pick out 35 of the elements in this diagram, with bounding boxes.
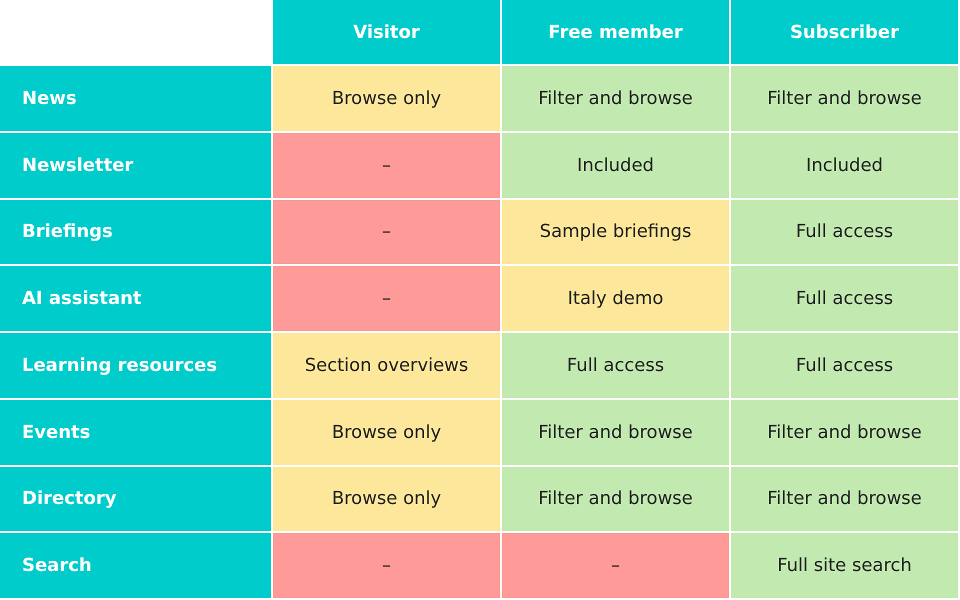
table-cell: Included <box>731 132 960 200</box>
table-cell: Browse only <box>273 466 502 534</box>
row-header: Learning resources <box>0 333 273 400</box>
column-header: Visitor <box>273 0 502 66</box>
table-cell: Browse only <box>273 400 502 466</box>
column-header: Free member <box>502 0 731 66</box>
table-cell: Filter and browse <box>731 66 960 133</box>
row-header: Newsletter <box>0 132 273 200</box>
row-header: News <box>0 66 273 133</box>
table-cell: – <box>273 132 502 200</box>
table-cell: Browse only <box>273 66 502 133</box>
table-cell: Filter and browse <box>502 466 731 534</box>
table-cell: – <box>502 533 731 600</box>
table-cell: Full access <box>731 200 960 266</box>
table-cell: – <box>273 533 502 600</box>
table-cell: Full access <box>731 266 960 333</box>
table-cell: Full site search <box>731 533 960 600</box>
table-cell: Filter and browse <box>502 400 731 466</box>
column-header: Subscriber <box>731 0 960 66</box>
table-cell: Included <box>502 132 731 200</box>
table-cell: Italy demo <box>502 266 731 333</box>
table-cell: Section overviews <box>273 333 502 400</box>
row-header: AI assistant <box>0 266 273 333</box>
table-cell: Sample briefings <box>502 200 731 266</box>
row-header: Briefings <box>0 200 273 266</box>
table-cell: Full access <box>731 333 960 400</box>
row-header: Events <box>0 400 273 466</box>
table-cell: – <box>273 200 502 266</box>
table-cell: Filter and browse <box>731 400 960 466</box>
table-cell: Filter and browse <box>731 466 960 534</box>
table-cell: Full access <box>502 333 731 400</box>
row-header: Directory <box>0 466 273 534</box>
row-header: Search <box>0 533 273 600</box>
table-cell: – <box>273 266 502 333</box>
table-cell: Filter and browse <box>502 66 731 133</box>
